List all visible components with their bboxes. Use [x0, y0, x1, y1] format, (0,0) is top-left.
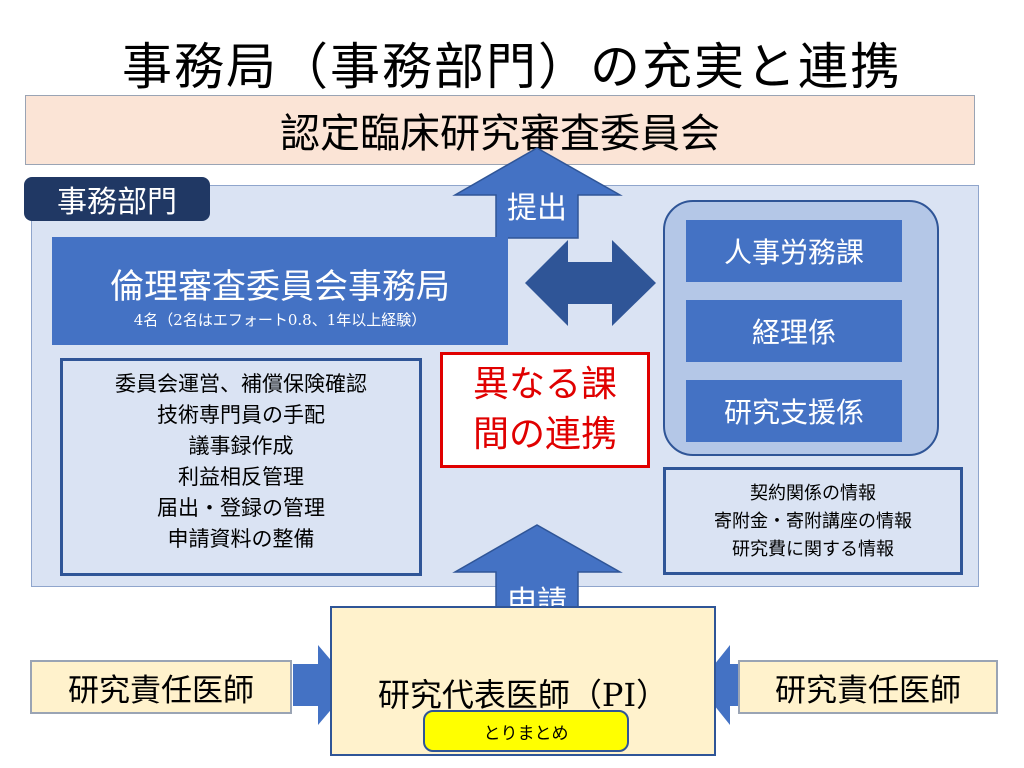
- page-title: 事務局（事務部門）の充実と連携: [122, 38, 902, 96]
- ethics-task-list: 委員会運営、補償保険確認 技術専門員の手配 議事録作成 利益相反管理 届出・登録…: [60, 358, 422, 576]
- list-item: 研究費に関する情報: [732, 539, 894, 560]
- responsible-physician-left: 研究責任医師: [30, 660, 292, 714]
- cooperation-callout: 異なる課 間の連携: [440, 352, 650, 468]
- submit-label: 提出: [507, 191, 567, 226]
- list-item: 寄附金・寄附講座の情報: [714, 511, 912, 532]
- list-item: 技術専門員の手配: [157, 403, 325, 427]
- ethics-office-name: 倫理審査委員会事務局: [110, 267, 450, 307]
- summary-badge: とりまとめ: [423, 710, 629, 752]
- list-item: 利益相反管理: [178, 465, 304, 489]
- list-item: 議事録作成: [188, 434, 294, 458]
- cooperation-line: 異なる課: [472, 364, 617, 405]
- double-arrow: [525, 240, 656, 326]
- left-input-arrow: [293, 645, 352, 725]
- list-item: 委員会運営、補償保険確認: [115, 372, 367, 396]
- dept-research-support: 研究支援係: [686, 380, 902, 442]
- dept-hr: 人事労務課: [686, 220, 902, 282]
- department-info-list: 契約関係の情報 寄附金・寄附講座の情報 研究費に関する情報: [663, 467, 963, 575]
- submit-arrow: [452, 147, 623, 239]
- dept-accounting: 経理係: [686, 300, 902, 362]
- review-committee-box: 認定臨床研究審査委員会: [25, 95, 975, 165]
- responsible-physician-right: 研究責任医師: [738, 660, 998, 714]
- list-item: 契約関係の情報: [750, 483, 876, 504]
- admin-section-tab: 事務部門: [24, 177, 210, 221]
- ethics-office-box: 倫理審査委員会事務局 4名（2名はエフォート0.8、1年以上経験）: [52, 237, 508, 345]
- list-item: 申請資料の整備: [167, 527, 315, 551]
- ethics-office-staff: 4名（2名はエフォート0.8、1年以上経験）: [133, 311, 427, 329]
- pi-label: 研究代表医師（PI）: [377, 676, 669, 714]
- right-input-arrow: [698, 645, 738, 725]
- cooperation-line: 間の連携: [472, 414, 617, 455]
- list-item: 届出・登録の管理: [157, 496, 325, 520]
